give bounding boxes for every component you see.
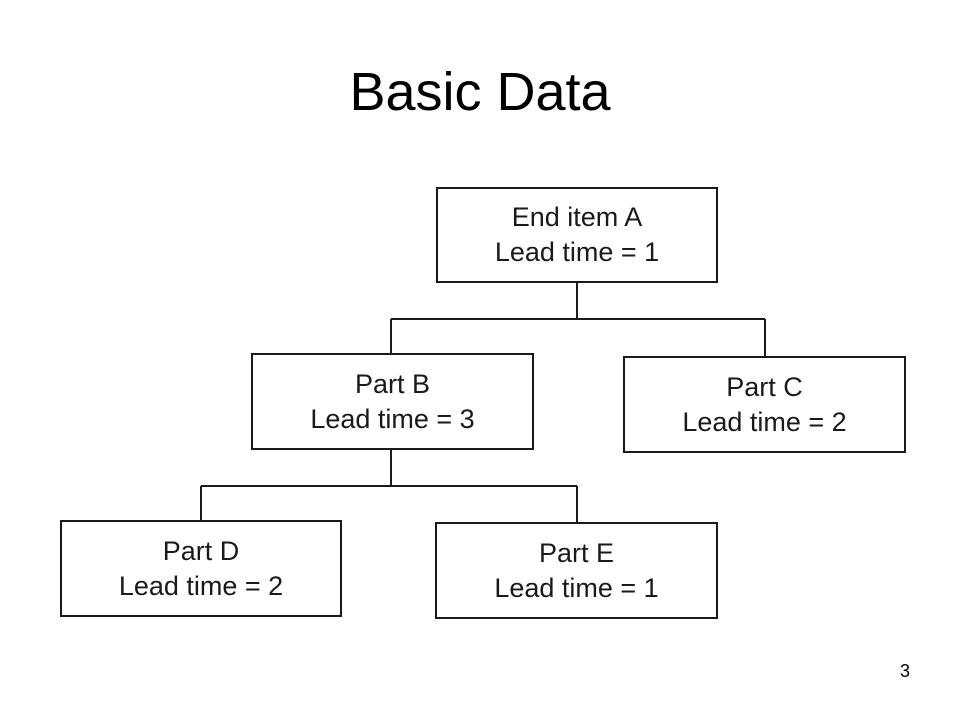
- node-part-d-name: Part D: [162, 535, 240, 566]
- node-part-c-lead-time: Lead time = 2: [682, 406, 847, 437]
- node-part-c: Part C Lead time = 2: [623, 356, 906, 453]
- node-part-d: Part D Lead time = 2: [60, 520, 342, 617]
- node-part-e-lead-time: Lead time = 1: [494, 572, 659, 603]
- node-end-item-a-name: End item A: [511, 202, 643, 232]
- node-part-b: Part B Lead time = 3: [251, 353, 534, 450]
- node-part-c-name: Part C: [726, 371, 803, 402]
- node-part-e-name: Part E: [538, 537, 615, 568]
- page-number: 3: [899, 661, 910, 681]
- node-end-item-a-lead-time: Lead time = 1: [494, 237, 660, 267]
- node-end-item-a: End item A Lead time = 1: [436, 187, 718, 283]
- slide-title: Basic Data: [349, 62, 611, 122]
- node-part-d-lead-time: Lead time = 2: [118, 570, 284, 601]
- node-part-b-lead-time: Lead time = 3: [310, 403, 475, 434]
- node-part-e: Part E Lead time = 1: [435, 522, 718, 619]
- node-part-b-name: Part B: [354, 368, 431, 399]
